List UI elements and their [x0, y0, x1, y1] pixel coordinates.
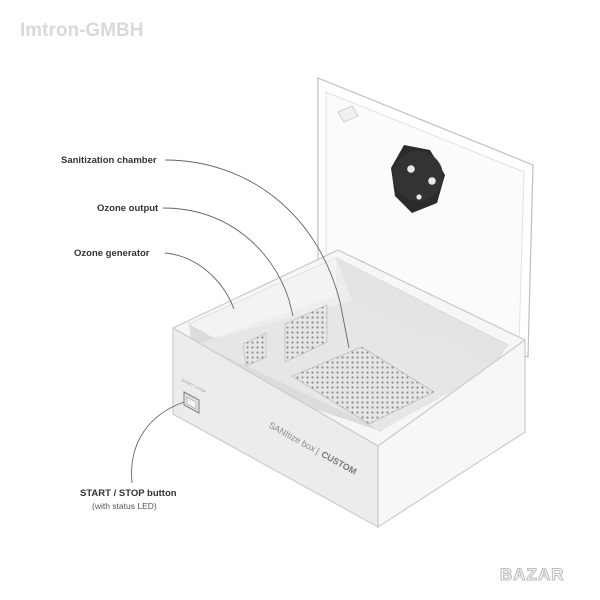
label-start-stop-sub: (with status LED)	[92, 501, 157, 511]
label-start-stop-button: START / STOP button	[80, 488, 177, 499]
ozone-output-grille	[284, 304, 328, 363]
label-ozone-generator: Ozone generator	[74, 248, 150, 259]
leader-line-sanitization-chamber	[164, 159, 350, 349]
watermark-logo-text: BAZAR	[500, 565, 565, 584]
ozone-diffuser-knob-icon	[391, 145, 445, 213]
brand-divider: |	[314, 446, 321, 456]
start-stop-button[interactable]	[183, 391, 200, 414]
ozone-generator-grille	[242, 332, 267, 367]
watermark-text: Imtron-GMBH	[20, 20, 143, 41]
leader-line-ozone-output	[162, 207, 294, 317]
leader-line-start-stop	[131, 401, 185, 484]
label-sanitization-chamber: Sanitization chamber	[61, 155, 157, 166]
leader-line-ozone-generator	[164, 252, 235, 310]
label-ozone-output: Ozone output	[97, 203, 159, 214]
sanitization-chamber-tray	[291, 346, 435, 425]
